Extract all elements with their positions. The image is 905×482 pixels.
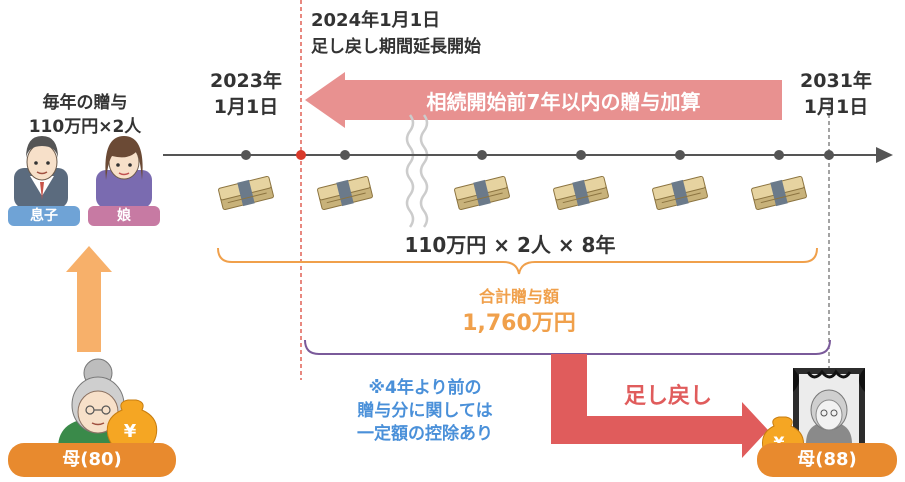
money-bag-icon [106, 399, 158, 453]
date-2023-day: 1月1日 [213, 96, 279, 118]
timeline-dot [340, 150, 350, 160]
mother-end-label: 母(88) [757, 443, 897, 477]
timeline-dot [241, 150, 251, 160]
date-2031-day: 1月1日 [803, 96, 869, 118]
annual-gift-line1: 毎年の贈与 [42, 93, 128, 113]
annual-gift-line2: 110万円×2人 [28, 117, 142, 137]
total-amount: 1,760万円 [462, 311, 576, 336]
money-bundle-icon [317, 175, 373, 211]
date-2023-year: 2023年 [210, 70, 282, 92]
lookback-banner-text: 相続開始前7年以内の贈与加算 [426, 90, 701, 114]
money-bundle-icon [218, 175, 274, 211]
timeline-dot-2024 [296, 150, 306, 160]
gift-formula: 110万円 × 2人 × 8年 [404, 233, 616, 257]
lookback-banner-arrow [305, 72, 782, 128]
deduction-note-line1: ※4年より前の [368, 378, 482, 398]
daughter-avatar [96, 136, 152, 208]
yen-symbol: ¥ [770, 433, 788, 452]
addback-arrow [551, 354, 768, 458]
memorial-portrait [793, 368, 865, 450]
timeline-dot [477, 150, 487, 160]
addback-label: 足し戻し [623, 384, 712, 409]
date-2031-year: 2031年 [800, 70, 872, 92]
timeline-dot [675, 150, 685, 160]
timeline-arrowhead [876, 147, 893, 163]
money-bundle-icon [751, 175, 807, 211]
son-avatar [14, 136, 68, 208]
mother-start-label: 母(80) [8, 443, 176, 477]
money-bundle-icon [553, 175, 609, 211]
timeline-dot [576, 150, 586, 160]
gift-total-brace [217, 247, 818, 275]
timeline-dot [774, 150, 784, 160]
timeline-break-mark [405, 114, 415, 228]
money-bundle-icon [454, 175, 510, 211]
timeline-break-mark [419, 114, 429, 228]
deduction-note-line2: 贈与分に関しては [357, 401, 493, 421]
timeline-dot [824, 150, 834, 160]
money-bundle-icon [652, 175, 708, 211]
gift-up-arrow [66, 246, 112, 352]
daughter-label: 娘 [88, 206, 160, 226]
event-2024-caption: 足し戻し期間延長開始 [311, 37, 481, 57]
deduction-note-line3: 一定額の控除あり [357, 424, 493, 444]
total-label: 合計贈与額 [478, 287, 559, 306]
addback-bracket [304, 339, 831, 355]
son-label: 息子 [8, 206, 80, 226]
yen-symbol: ¥ [123, 421, 137, 442]
event-2024-date: 2024年1月1日 [311, 10, 441, 31]
